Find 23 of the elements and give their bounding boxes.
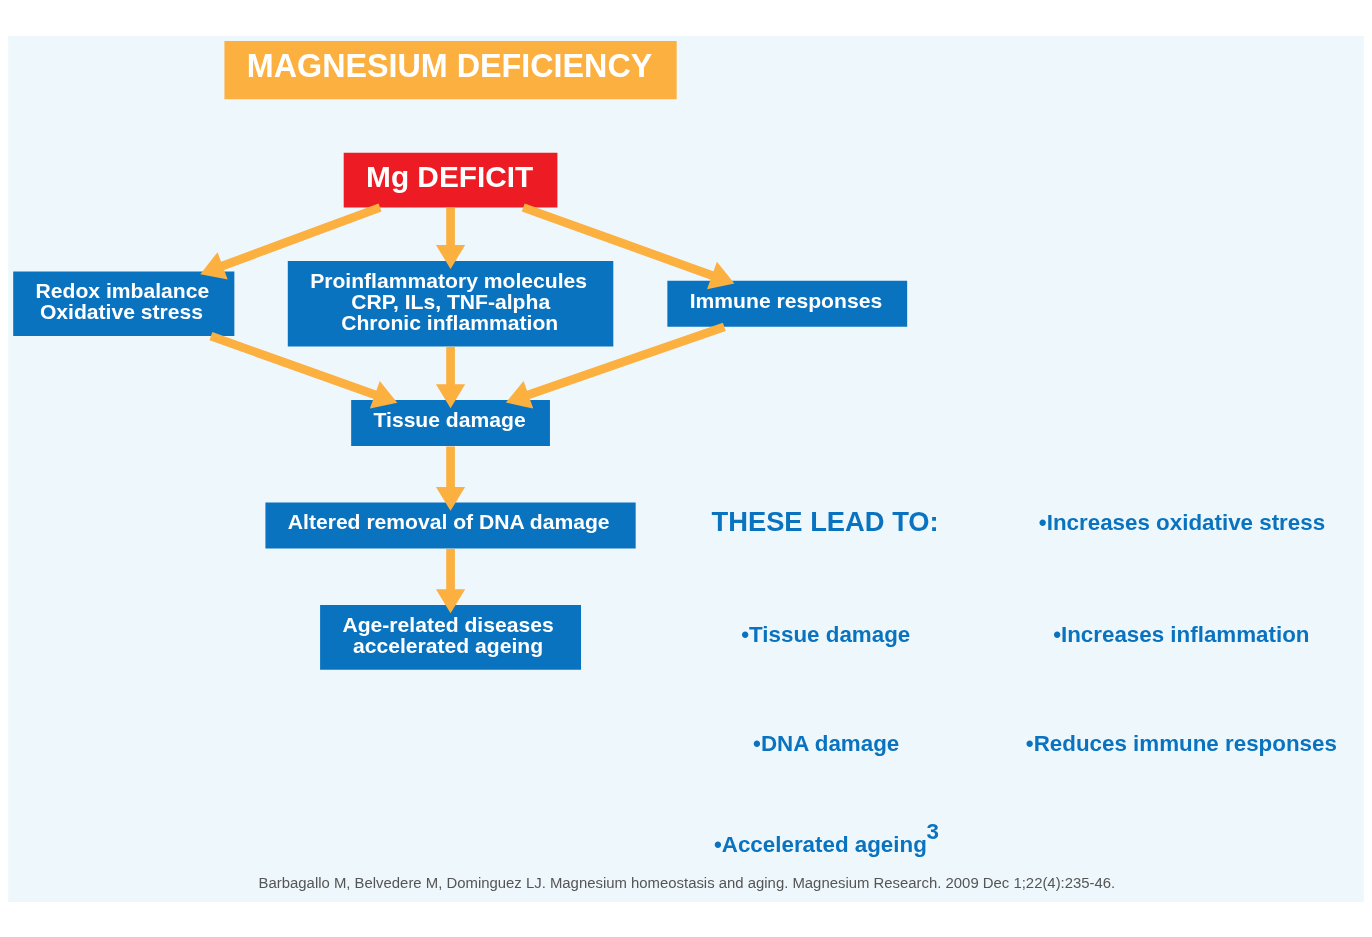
arrow: [521, 202, 735, 289]
label: •Increases inflammation: [1053, 621, 1310, 647]
arrow: [209, 331, 398, 408]
label: •DNA damage: [753, 730, 900, 756]
arrow: [505, 322, 726, 409]
node-box: Tissue damage: [351, 399, 550, 446]
node-box: Redox imbalance Oxidative stress: [13, 270, 235, 336]
node-box: Altered removal of DNA damage: [265, 502, 636, 548]
node-box: Mg DEFICIT: [343, 152, 558, 207]
caption: Barbagallo M, Belvedere M, Dominguez LJ. Magnesium homeostasis and aging. Magnesium Research. 2009 Dec 1;22(4):235-46.: [258, 874, 1116, 891]
label: •Reduces immune responses: [1025, 730, 1337, 756]
arrow: [200, 202, 382, 280]
node-box: Proinflammatory molecules CRP, ILs, TNF-alpha Chronic inflammation: [287, 260, 614, 347]
node-box: Immune responses: [667, 280, 908, 327]
node-box: Age-related diseases accelerated ageing: [320, 604, 581, 670]
arrow: [435, 207, 466, 269]
label: •Increases oxidative stress: [1038, 509, 1326, 535]
arrow: [435, 445, 466, 511]
diagram-title: MAGNESIUM DEFICIENCY: [246, 47, 653, 84]
arrow: [435, 548, 466, 613]
label: THESE LEAD TO:: [711, 505, 939, 537]
label: •Tissue damage: [741, 621, 911, 647]
arrow: [435, 346, 466, 408]
